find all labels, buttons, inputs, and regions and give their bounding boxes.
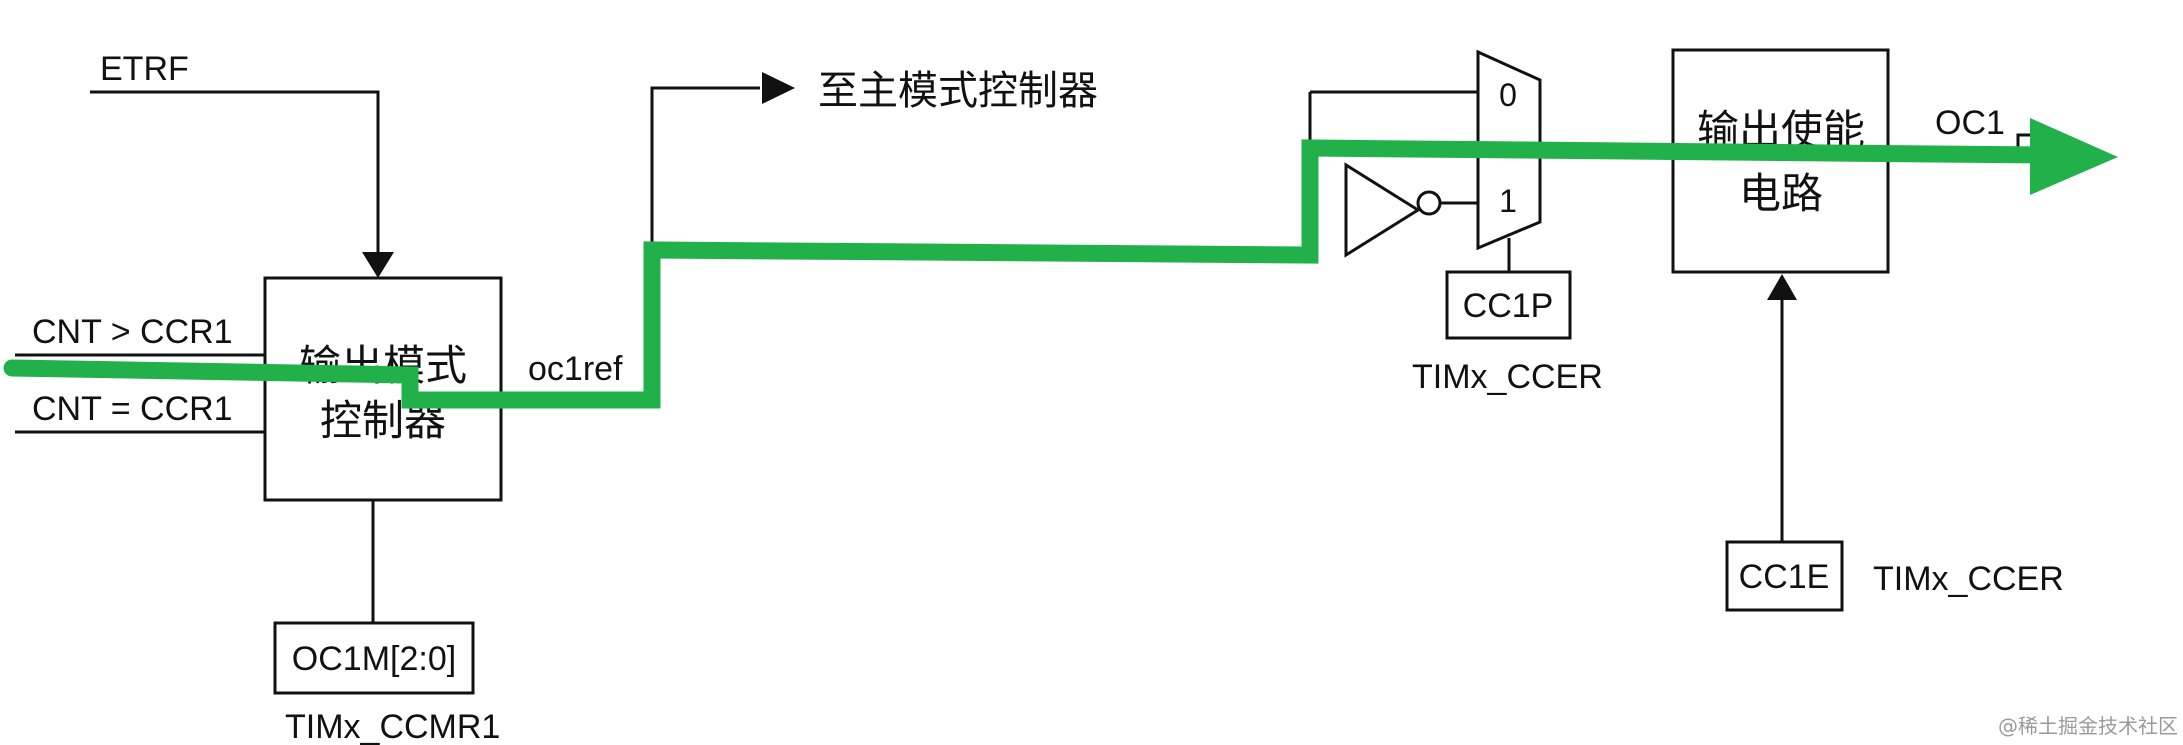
inverter-bubble-icon — [1416, 190, 1442, 216]
inverter-triangle-icon — [1344, 162, 1421, 258]
cnt-gt-ccr1-label: CNT > CCR1 — [32, 313, 233, 351]
watermark-label: @稀土掘金技术社区 — [1998, 714, 2178, 738]
cc1p-label: CC1P — [1463, 287, 1554, 325]
oc1ref-label: oc1ref — [528, 350, 623, 388]
output-mode-controller-box — [263, 276, 503, 502]
master-mode-arrowhead-icon — [762, 72, 795, 104]
mux-input0-label: 0 — [1499, 77, 1517, 113]
cc1e-register-box — [1725, 540, 1844, 612]
cnt-eq-ccr1-label: CNT = CCR1 — [32, 390, 233, 428]
timx-ccmr1-label: TIMx_CCMR1 — [285, 708, 500, 745]
cc1e-label: CC1E — [1739, 558, 1830, 596]
etrf-label: ETRF — [100, 50, 189, 88]
highlighted-signal-path — [3, 139, 2049, 409]
highlighted-path-arrowhead-icon — [2030, 118, 2118, 195]
cc1p-register-box — [1445, 270, 1572, 340]
timx-ccer-label-2: TIMx_CCER — [1873, 560, 2064, 598]
etrf-signal-line — [90, 90, 380, 258]
oc1m-register-label: OC1M[2:0] — [292, 640, 456, 678]
timx-ccer-label-1: TIMx_CCER — [1412, 358, 1603, 396]
oc1-output-label: OC1 — [1935, 104, 2005, 142]
cc1e-arrowhead-icon — [1767, 274, 1797, 300]
to-master-mode-controller-label: 至主模式控制器 — [818, 68, 1098, 114]
mux-input1-label: 1 — [1499, 183, 1517, 219]
oc1m-register-box — [273, 621, 475, 695]
output-enable-circuit-label-line2: 电路 — [1739, 169, 1823, 218]
etrf-arrowhead-icon — [362, 252, 394, 278]
